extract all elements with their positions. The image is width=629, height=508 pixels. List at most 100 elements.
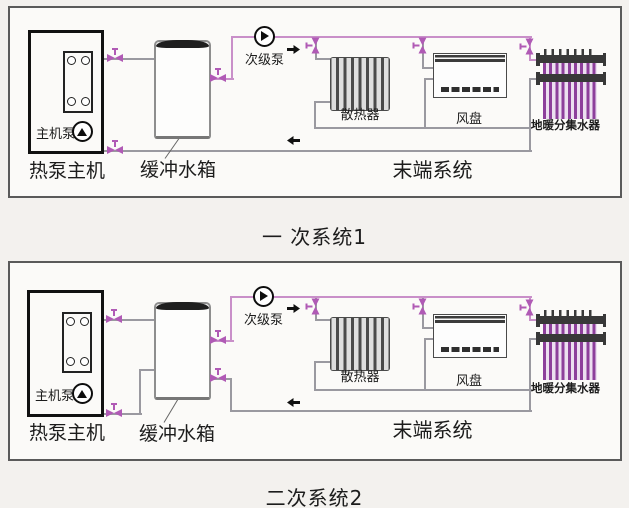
- secondary-pump-icon: [254, 26, 275, 47]
- secondary-system-panel: 主机泵 热泵主机 缓冲水箱 次级泵 散热器 风盘: [8, 261, 622, 461]
- pipe-fancoil-supply-entry: [422, 327, 434, 329]
- flow-arrow-right-icon: [287, 304, 300, 313]
- valve-tank-outlet: [210, 330, 226, 345]
- valve-radiator: [307, 38, 321, 54]
- secondary-pump-icon: [253, 286, 274, 307]
- valve-manifold: [521, 300, 535, 316]
- pipe-fancoil-return: [424, 338, 434, 340]
- heat-exchanger-port: [81, 97, 90, 106]
- radiator: [330, 317, 390, 371]
- pipe-radiator-return-drop: [314, 101, 316, 129]
- valve-heatpump-supply: [107, 48, 123, 63]
- radiator-label: 散热器: [340, 370, 380, 385]
- fan-coil-grille: [441, 87, 499, 92]
- pipe-manifold-return: [529, 78, 541, 80]
- heat-exchanger: [63, 51, 93, 113]
- pipe-tank-return-riser: [139, 369, 141, 415]
- secondary-pump-label: 次级泵: [245, 53, 285, 68]
- pipe-supply-main: [231, 36, 532, 38]
- main-pump-label: 主机泵: [36, 127, 76, 142]
- pipe-manifold-return-drop: [529, 78, 531, 152]
- pipe-supply-main: [230, 296, 532, 298]
- pipe-fancoil-return-drop: [424, 338, 426, 391]
- heat-pump-unit-label: 热泵主机: [29, 160, 106, 182]
- fan-coil-top-bar: [435, 316, 505, 323]
- flow-arrow-right-icon: [287, 45, 300, 54]
- heat-exchanger-port: [81, 56, 90, 65]
- valve-manifold: [521, 39, 535, 55]
- fan-coil: [433, 53, 507, 98]
- heat-pump-unit-box: 主机泵: [28, 30, 104, 154]
- manifold-supply-header: [536, 52, 606, 66]
- radiator-label: 散热器: [340, 108, 380, 123]
- pipe-radiator-return: [314, 361, 331, 363]
- secondary-pump-label: 次级泵: [244, 313, 284, 328]
- manifold-short-pipes: [543, 63, 597, 74]
- main-pump-label: 主机泵: [35, 389, 75, 404]
- manifold-supply-header: [536, 313, 606, 327]
- fan-coil-label: 风盘: [455, 374, 482, 389]
- manifold-fittings: [544, 49, 596, 55]
- valve-fancoil: [414, 38, 428, 54]
- manifold-return-header: [536, 331, 606, 345]
- main-pump-icon: [72, 121, 93, 142]
- heat-exchanger: [62, 312, 92, 373]
- heat-exchanger-port: [67, 97, 76, 106]
- heat-pump-unit-box: 主机泵: [27, 290, 104, 417]
- floor-manifold-label: 地暖分集水器: [531, 118, 600, 132]
- fan-coil-grille: [441, 347, 499, 352]
- pipe-manifold-return-drop: [529, 338, 531, 412]
- pipe-fancoil-return: [424, 78, 434, 80]
- fan-coil-label: 风盘: [455, 112, 482, 127]
- heat-pump-unit-label: 热泵主机: [29, 422, 106, 444]
- floor-manifold-label: 地暖分集水器: [531, 381, 600, 395]
- pipe-fancoil-supply-entry: [422, 67, 434, 69]
- buffer-tank: [154, 302, 211, 400]
- pipe-return-main: [82, 150, 532, 152]
- pipe-return-collector: [314, 127, 532, 129]
- radiator: [330, 57, 390, 111]
- pipe-fancoil-return-drop: [424, 78, 426, 129]
- heat-exchanger-port: [66, 357, 75, 366]
- buffer-tank: [154, 40, 211, 139]
- heat-exchanger-port: [80, 357, 89, 366]
- main-pump-icon: [72, 383, 93, 404]
- pipe-tank-outlet-riser: [231, 36, 233, 80]
- valve-tank-return: [210, 368, 226, 383]
- pipe-tank-lower-drop: [230, 378, 232, 412]
- pipe-return-main: [230, 410, 532, 412]
- manifold-fittings: [544, 310, 596, 316]
- terminal-system-label: 末端系统: [392, 158, 473, 182]
- valve-heatpump-supply: [106, 309, 122, 324]
- valve-fancoil: [414, 299, 428, 315]
- pipe-return-collector: [314, 389, 532, 391]
- manifold-short-pipes: [543, 324, 597, 334]
- heat-exchanger-port: [80, 317, 89, 326]
- flow-arrow-left-icon: [287, 136, 300, 145]
- pipe-radiator-supply-entry: [315, 319, 331, 321]
- valve-tank-outlet: [210, 68, 226, 83]
- valve-heatpump-return: [107, 140, 123, 155]
- pipe-radiator-return-drop: [314, 361, 316, 391]
- terminal-system-label: 末端系统: [392, 418, 473, 442]
- fan-coil: [433, 314, 507, 358]
- valve-radiator: [307, 299, 321, 315]
- pipe-manifold-supply-entry: [529, 319, 541, 321]
- primary-system-panel: 主机泵 热泵主机 缓冲水箱 次级泵 散热器 风盘: [8, 6, 622, 198]
- buffer-tank-label: 缓冲水箱: [140, 159, 217, 181]
- manifold-return-header: [536, 71, 606, 85]
- manifold-loop-pipes: [543, 342, 597, 380]
- pipe-tank-outlet-riser: [230, 296, 232, 342]
- pipe-radiator-return: [314, 101, 331, 103]
- pipe-radiator-supply-entry: [315, 58, 331, 60]
- flow-arrow-left-icon: [287, 398, 300, 407]
- valve-heatpump-return: [106, 403, 122, 418]
- pipe-manifold-supply-entry: [529, 59, 541, 61]
- buffer-tank-label: 缓冲水箱: [139, 423, 216, 445]
- heat-exchanger-port: [67, 56, 76, 65]
- caption-primary-system: 一 次系统1: [261, 225, 368, 249]
- caption-secondary-system: 二次系统2: [265, 486, 364, 508]
- pipe-tank-return-entry: [139, 369, 154, 371]
- pipe-manifold-return: [529, 338, 541, 340]
